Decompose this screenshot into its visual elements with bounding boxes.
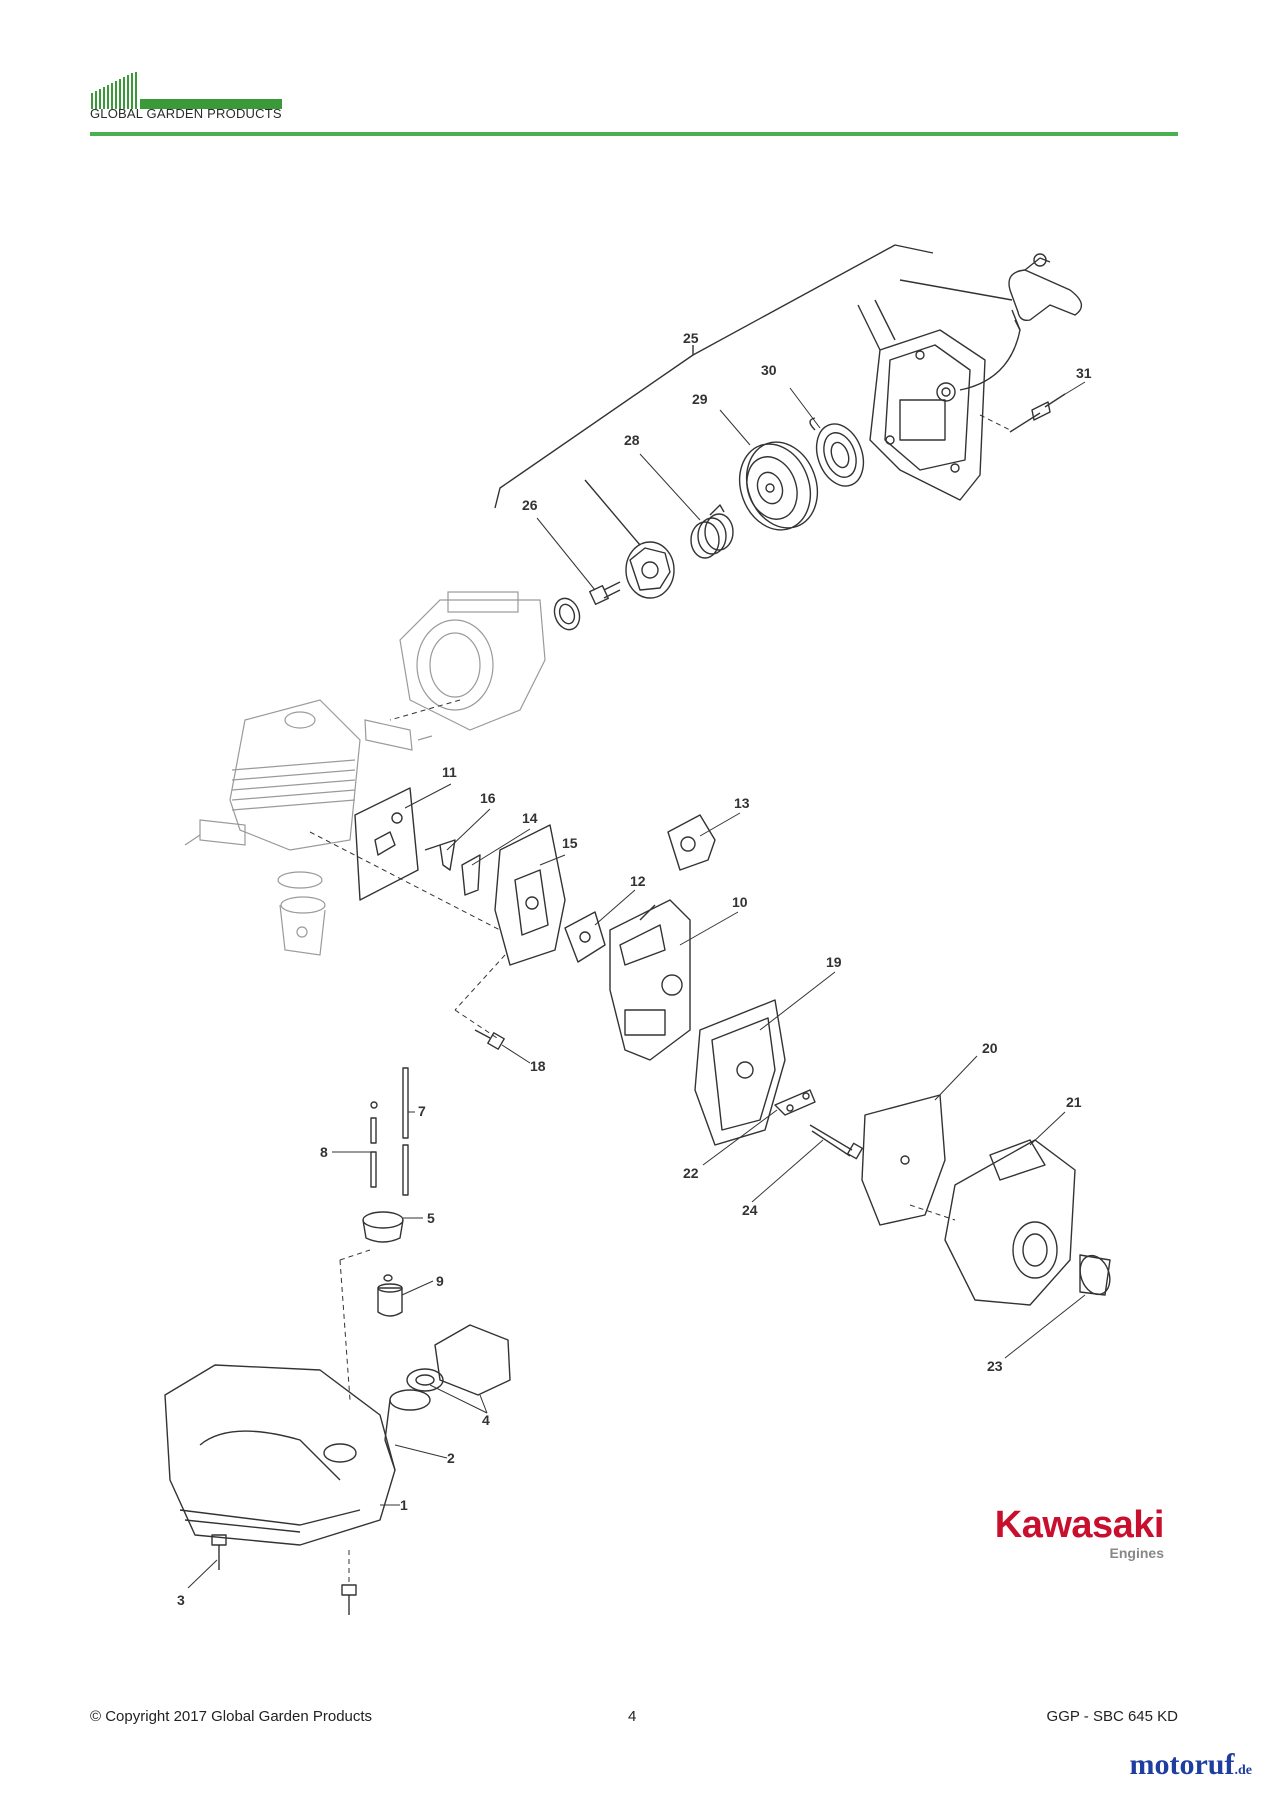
callout-22: 22 <box>683 1165 699 1181</box>
callout-1: 1 <box>400 1497 408 1513</box>
company-logo-icon <box>91 72 282 109</box>
page-number: 4 <box>628 1708 637 1725</box>
part-28-spring <box>690 504 734 559</box>
brand-subtitle: Engines <box>1109 1545 1164 1561</box>
part-3-screw-b <box>341 1584 357 1615</box>
brand-name: Kawasaki <box>994 1504 1165 1546</box>
callout-26: 26 <box>522 497 538 513</box>
callouts: 25 31 30 29 28 26 11 16 14 15 13 12 10 1… <box>177 330 1092 1608</box>
part-4-cap <box>406 1324 511 1396</box>
brand-logo: Kawasaki Engines <box>994 1504 1165 1561</box>
callout-2: 2 <box>447 1450 455 1466</box>
piston-ring <box>277 871 323 889</box>
callout-11: 11 <box>442 764 457 780</box>
starter-handle <box>899 253 1083 331</box>
part-8-tubes <box>370 1101 378 1188</box>
page-footer: © Copyright 2017 Global Garden Products … <box>90 1708 1178 1732</box>
part-5-grommet <box>362 1211 404 1243</box>
part-24-bolt <box>809 1124 864 1160</box>
callout-18: 18 <box>530 1058 546 1074</box>
callout-9: 9 <box>436 1273 444 1289</box>
part-14-plate <box>461 854 481 896</box>
callout-12: 12 <box>630 873 646 889</box>
model-label: GGP - SBC 645 KD <box>1046 1708 1178 1725</box>
part-18-screw <box>474 1029 505 1050</box>
callout-14: 14 <box>522 810 538 826</box>
part-10-carburetor <box>609 899 691 1061</box>
part-31-screw <box>1009 393 1066 433</box>
part-3-screw <box>211 1534 227 1570</box>
ratchet-part <box>584 479 675 599</box>
part-23-knob <box>1079 1254 1111 1296</box>
cylinder-gasket <box>364 719 433 751</box>
callout-3: 3 <box>177 1592 185 1608</box>
part-12-gasket <box>564 911 606 963</box>
callout-13: 13 <box>734 795 750 811</box>
seal-ring <box>553 597 581 631</box>
part-7-tubes <box>402 1067 409 1196</box>
part-11-gasket <box>354 787 419 901</box>
part-20-filter <box>861 1094 946 1226</box>
watermark-name: motoruf <box>1129 1748 1235 1781</box>
part-30-spring <box>809 417 865 487</box>
side-plate <box>184 819 246 846</box>
callout-16: 16 <box>480 790 496 806</box>
part-21-cover <box>944 1139 1076 1306</box>
header-rule <box>90 132 1178 136</box>
starter-housing <box>869 319 1021 501</box>
bracket-25-b <box>692 244 934 356</box>
callout-8: 8 <box>320 1144 328 1160</box>
part-19-filter-base <box>694 999 786 1146</box>
callout-30: 30 <box>761 362 777 378</box>
crankcase <box>399 591 546 731</box>
piston <box>279 896 326 956</box>
part-9-fuel-filter <box>377 1274 403 1317</box>
callout-25: 25 <box>683 330 699 346</box>
callout-28: 28 <box>624 432 640 448</box>
part-26-bolt <box>588 581 621 606</box>
callout-20: 20 <box>982 1040 998 1056</box>
part-16-plate <box>424 839 456 871</box>
watermark-suffix: .de <box>1234 1763 1253 1778</box>
bracket-25 <box>494 345 694 509</box>
part-22-bracket <box>774 1089 816 1116</box>
callout-15: 15 <box>562 835 578 851</box>
company-name: GLOBAL GARDEN PRODUCTS <box>90 106 282 121</box>
part-13-gasket <box>667 814 716 871</box>
callout-7: 7 <box>418 1103 426 1119</box>
callout-21: 21 <box>1066 1094 1082 1110</box>
copyright-text: © Copyright 2017 Global Garden Products <box>90 1708 373 1725</box>
callout-19: 19 <box>826 954 842 970</box>
cylinder <box>229 699 361 851</box>
part-15-insulator <box>494 824 566 966</box>
part-1-fuel-tank <box>164 1364 396 1546</box>
callout-23: 23 <box>987 1358 1003 1374</box>
watermark-logo: motoruf.de <box>1130 1748 1252 1782</box>
callout-5: 5 <box>427 1210 435 1226</box>
callout-31: 31 <box>1076 365 1092 381</box>
callout-29: 29 <box>692 391 708 407</box>
callout-4: 4 <box>482 1412 490 1428</box>
part-29-pulley <box>738 441 819 531</box>
callout-24: 24 <box>742 1202 758 1218</box>
callout-10: 10 <box>732 894 748 910</box>
page-header: GLOBAL GARDEN PRODUCTS <box>0 0 1272 140</box>
